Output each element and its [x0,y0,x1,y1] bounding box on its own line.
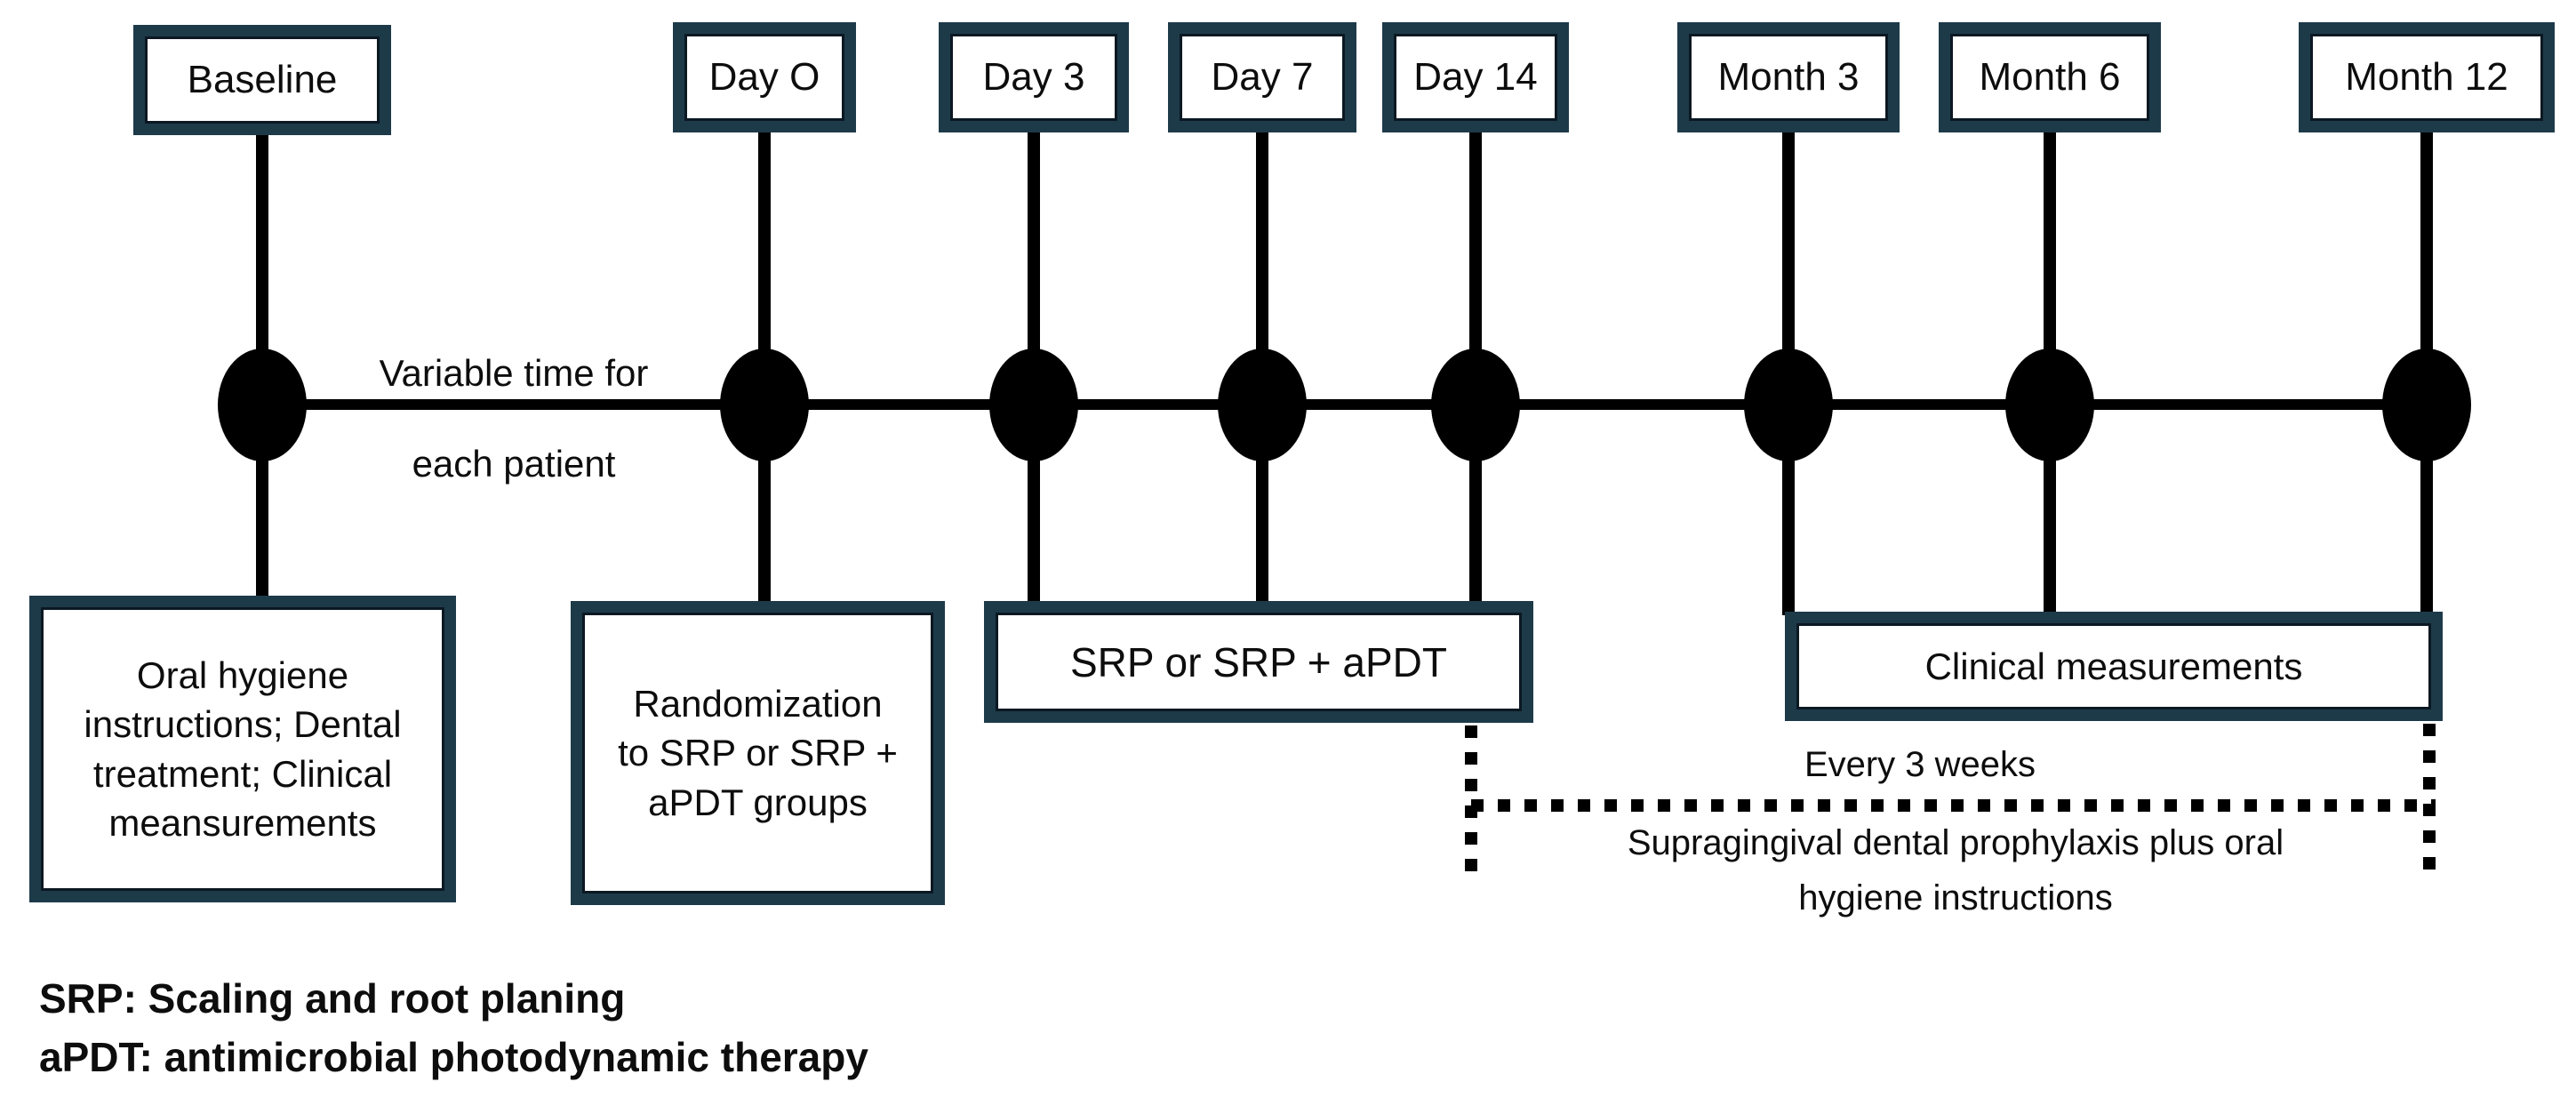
baseline-actions-line: meansurements [108,801,377,844]
randomization-box: Randomization to SRP or SRP + aPDT group… [571,601,945,905]
dotted-line-horizontal [1471,799,2436,812]
timepoint-label: Month 12 [2345,54,2508,99]
maintenance-interval-label: Every 3 weeks [1804,745,2036,784]
timeline-node-day14 [1431,349,1520,461]
timepoint-label: Baseline [187,57,338,101]
randomization-line: aPDT groups [648,781,868,823]
variable-time-note-line2: each patient [412,443,616,485]
timepoint-box-day3: Day 3 [939,22,1129,132]
timepoint-box-month6: Month 6 [1939,22,2161,132]
baseline-actions-line: Oral hygiene [136,653,349,696]
timepoint-box-baseline: Baseline [133,25,391,135]
timepoint-box-day14: Day 14 [1382,22,1569,132]
randomization-line: to SRP or SRP + [618,732,898,774]
timeline-node-day0 [720,349,809,461]
clinical-measurements-box: Clinical measurements [1785,612,2443,721]
timepoint-label: Day 14 [1413,54,1538,99]
timepoint-label: Day 3 [982,54,1085,99]
timepoint-box-month12: Month 12 [2299,22,2555,132]
baseline-actions-line: instructions; Dental [84,703,402,746]
maintenance-description-line1: Supragingival dental prophylaxis plus or… [1627,823,2284,862]
timepoint-label: Month 3 [1717,54,1860,99]
timepoint-box-day0: Day O [673,22,856,132]
timepoint-label: Month 6 [1979,54,2121,99]
timepoint-label: Day 7 [1211,54,1314,99]
treatment-box: SRP or SRP + aPDT [984,601,1533,723]
baseline-actions-text: Oral hygiene instructions; Dental treatm… [84,651,401,848]
treatment-label: SRP or SRP + aPDT [1070,638,1447,685]
timeline-node-baseline [218,349,307,461]
clinical-measurements-label: Clinical measurements [1924,645,2303,687]
legend-apdt: aPDT: antimicrobial photodynamic therapy [39,1034,868,1080]
randomization-line: Randomization [633,682,883,725]
timeline-axis [262,399,2427,410]
timeline-node-month6 [2005,349,2094,461]
randomization-text: Randomization to SRP or SRP + aPDT group… [618,679,898,827]
timeline-node-day7 [1218,349,1307,461]
timepoint-box-month3: Month 3 [1677,22,1900,132]
baseline-actions-line: treatment; Clinical [92,752,393,795]
timepoint-box-day7: Day 7 [1168,22,1356,132]
timepoint-label: Day O [708,54,820,99]
maintenance-description-line2: hygiene instructions [1798,878,2113,918]
timeline-node-month12 [2382,349,2471,461]
timeline-node-day3 [989,349,1078,461]
variable-time-note-line1: Variable time for [379,352,649,394]
legend-srp: SRP: Scaling and root planing [39,975,626,1022]
timeline-node-month3 [1744,349,1833,461]
baseline-actions-box: Oral hygiene instructions; Dental treatm… [29,596,456,902]
